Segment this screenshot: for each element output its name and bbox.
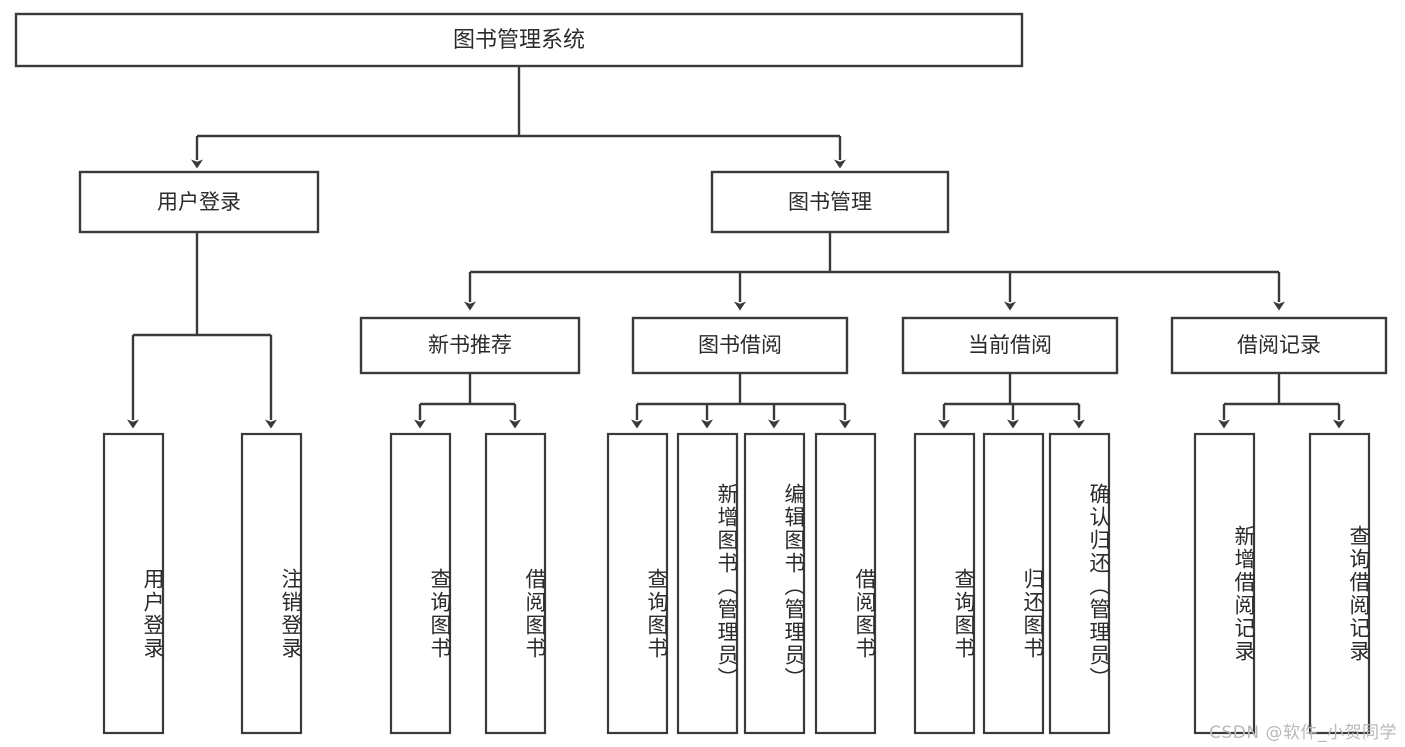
connector-userlogin-to-leaves (127, 232, 277, 429)
node-new-book-recommend[interactable]: 新书推荐 (359, 316, 581, 375)
connector-borrowrecord-to-leaves (1218, 373, 1345, 429)
leaf-box-add-borrow-record[interactable] (1193, 432, 1256, 735)
node-user-login-label: 用户登录 (157, 190, 241, 214)
leaf-box-edit-book[interactable] (743, 432, 806, 735)
connector-root-to-level2 (191, 66, 846, 169)
leaf-box-query-borrow-record[interactable] (1308, 432, 1371, 735)
leaf-box-borrow-book-1[interactable] (484, 432, 547, 735)
leaf-box-confirm-return[interactable] (1048, 432, 1111, 735)
node-root-label: 图书管理系统 (453, 28, 585, 53)
node-book-borrow-label: 图书借阅 (698, 333, 782, 357)
node-user-login[interactable]: 用户登录 (78, 170, 320, 234)
connector-newbook-to-leaves (414, 373, 521, 429)
leaf-box-borrow-book-2[interactable] (814, 432, 877, 735)
node-new-book-recommend-label: 新书推荐 (428, 333, 512, 357)
node-borrow-record[interactable]: 借阅记录 (1170, 316, 1388, 375)
connector-bookborrow-to-leaves (631, 373, 851, 429)
node-root[interactable]: 图书管理系统 (14, 12, 1024, 68)
node-book-management[interactable]: 图书管理 (710, 170, 950, 234)
leaf-box-add-book[interactable] (676, 432, 739, 735)
leaf-box-user-logout[interactable] (240, 432, 303, 735)
leaf-box-query-book-1[interactable] (389, 432, 452, 735)
node-current-borrow-label: 当前借阅 (968, 333, 1052, 357)
csdn-watermark: CSDN @软件_小贺同学 (1209, 723, 1397, 743)
connector-currentborrow-to-leaves (938, 373, 1085, 429)
leaf-box-query-book-3[interactable] (913, 432, 976, 735)
node-borrow-record-label: 借阅记录 (1237, 333, 1321, 357)
node-current-borrow[interactable]: 当前借阅 (901, 316, 1119, 375)
node-book-management-label: 图书管理 (788, 190, 872, 214)
connector-bookmgmt-to-level3 (464, 232, 1285, 311)
leaf-box-query-book-2[interactable] (606, 432, 669, 735)
node-book-borrow[interactable]: 图书借阅 (631, 316, 849, 375)
leaf-box-user-login-1[interactable] (102, 432, 165, 735)
leaf-box-return-book[interactable] (982, 432, 1045, 735)
